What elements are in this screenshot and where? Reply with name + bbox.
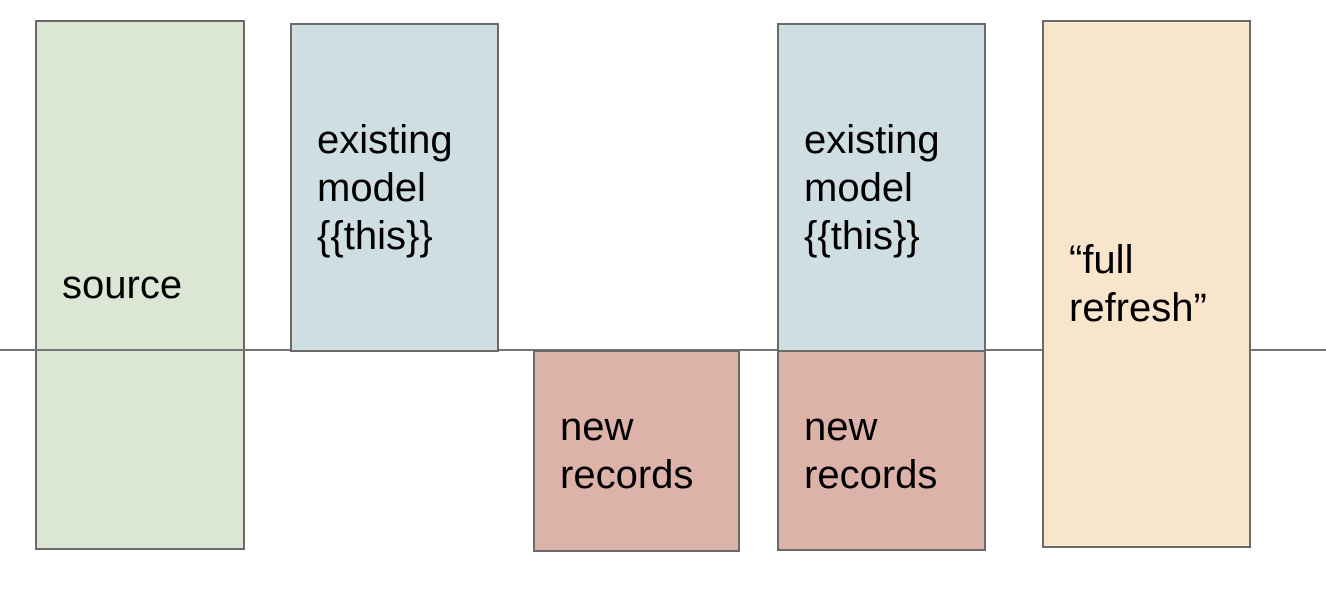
source-box-label: source [62,263,183,307]
full-refresh-box-label: “full refresh” [1069,238,1207,330]
existing-model-box-1-label: existing model {{this}} [317,117,453,258]
existing-model-box-1: existing model {{this}} [290,23,499,352]
existing-model-box-2: existing model {{this}} [777,23,986,352]
full-refresh-box: “full refresh” [1042,20,1251,548]
existing-model-box-2-label: existing model {{this}} [804,117,940,258]
new-records-box-1: new records [533,350,740,552]
new-records-box-1-label: new records [560,405,694,497]
new-records-box-2-label: new records [804,404,938,497]
source-box: source [35,20,245,550]
new-records-box-2: new records [777,350,986,551]
